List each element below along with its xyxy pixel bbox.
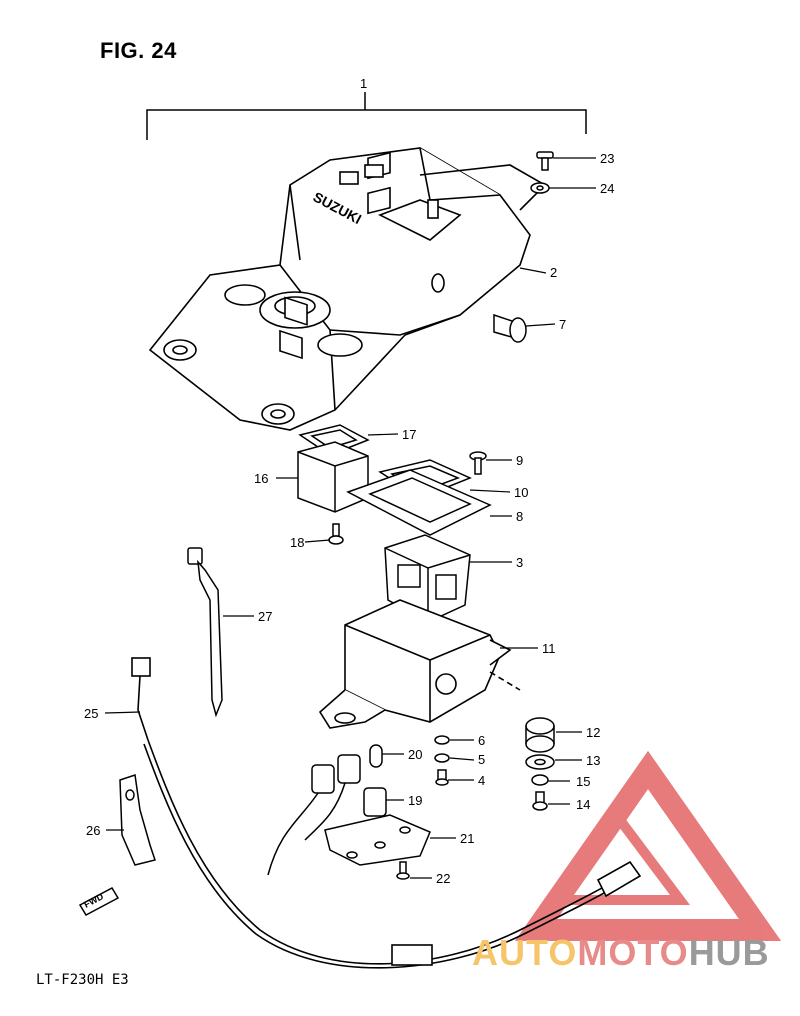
- callout-21: 21: [460, 831, 474, 846]
- callout-20: 20: [408, 747, 422, 762]
- callout-2: 2: [550, 265, 557, 280]
- assembly-bracket: [146, 92, 587, 140]
- callout-24: 24: [600, 181, 614, 196]
- callout-labels: 2 3 4 5 6 7 8 9 10 11 12 13 14 15 16 17 …: [84, 151, 614, 886]
- callout-16: 16: [254, 471, 268, 486]
- model-code: LT-F230H E3: [36, 972, 129, 988]
- cable-tie-27: [187, 547, 223, 718]
- callout-19: 19: [408, 793, 422, 808]
- plate-8: [346, 469, 492, 536]
- watermark-logo: [514, 750, 782, 941]
- bulb-20: [369, 744, 383, 768]
- watermark-moto: MOTO: [577, 932, 689, 973]
- leader-lines: [104, 157, 596, 879]
- harness-plate-21: [324, 814, 431, 866]
- grommet-7: [493, 313, 527, 343]
- watermark-text: AUTOMOTOHUB: [472, 932, 770, 974]
- callout-8: 8: [516, 509, 523, 524]
- nut-15: [531, 774, 549, 786]
- screw-23: [536, 151, 554, 171]
- callout-6: 6: [478, 733, 485, 748]
- callout-15: 15: [576, 774, 590, 789]
- nut-6: [434, 735, 450, 745]
- socket-set-19: [267, 754, 387, 876]
- callout-7: 7: [559, 317, 566, 332]
- screw-9: [469, 451, 487, 475]
- watermark-auto: AUTO: [472, 932, 578, 973]
- watermark-hub: HUB: [688, 932, 770, 973]
- callout-3: 3: [516, 555, 523, 570]
- callout-18: 18: [290, 535, 304, 550]
- callout-12: 12: [586, 725, 600, 740]
- clamp-26: [119, 774, 156, 866]
- forward-arrow-icon: FWD: [78, 887, 120, 916]
- screw-4: [435, 769, 449, 786]
- speedometer-cable-25: [131, 657, 642, 969]
- callout-4: 4: [478, 773, 485, 788]
- housing-11: [318, 599, 521, 729]
- callout-23: 23: [600, 151, 614, 166]
- screw-18: [328, 523, 344, 545]
- grommet-12: [525, 717, 555, 753]
- callout-11: 11: [542, 641, 556, 656]
- bolt-14: [532, 791, 548, 811]
- washer-24: [530, 182, 550, 194]
- callout-5: 5: [478, 752, 485, 767]
- assembly-number: 1: [360, 76, 367, 91]
- callout-17: 17: [402, 427, 416, 442]
- indicator-box-16: [297, 441, 369, 513]
- callout-22: 22: [436, 871, 450, 886]
- callout-14: 14: [576, 797, 590, 812]
- washer-13: [525, 754, 555, 770]
- screw-22: [396, 861, 410, 880]
- callout-27: 27: [258, 609, 272, 624]
- callout-10: 10: [514, 485, 528, 500]
- washer-5: [434, 753, 450, 763]
- figure-title: FIG. 24: [100, 38, 177, 63]
- callout-25: 25: [84, 706, 98, 721]
- meter-cover: SUZUKI: [148, 147, 547, 431]
- callout-26: 26: [86, 823, 100, 838]
- callout-13: 13: [586, 753, 600, 768]
- callout-9: 9: [516, 453, 523, 468]
